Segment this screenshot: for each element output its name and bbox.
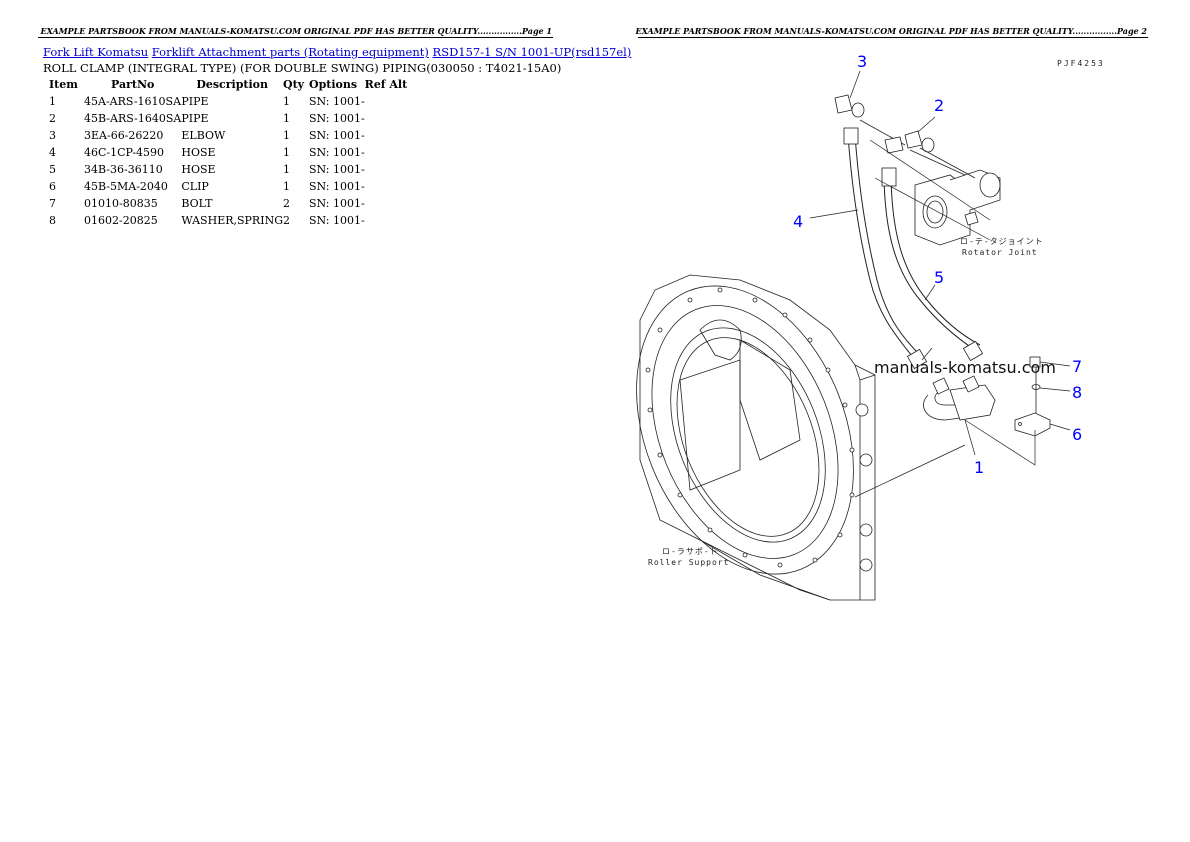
cell-description: HOSE <box>181 163 216 176</box>
cell-qty: 1 <box>282 146 290 159</box>
cell-item: 6 <box>49 180 56 193</box>
page-title: ROLL CLAMP (INTEGRAL TYPE) (FOR DOUBLE S… <box>43 61 562 75</box>
cell-description: WASHER,SPRING <box>181 214 283 227</box>
callout-1[interactable]: 1 <box>974 458 985 477</box>
pipe-elbow-drawing <box>923 375 996 421</box>
rotator-joint-drawing <box>914 169 1001 246</box>
column-header-ref-alt: Ref Alt <box>364 78 408 91</box>
cell-partno: 45B-ARS-1640SA <box>84 112 182 125</box>
cell-item: 4 <box>49 146 56 159</box>
cell-partno: 01010-80835 <box>84 197 158 210</box>
table-row: 8 01602-20825 WASHER,SPRING 2 SN: 1001- <box>43 212 415 229</box>
watermark: manuals-komatsu.com <box>874 358 1056 377</box>
breadcrumb: Fork Lift Komatsu Forklift Attachment pa… <box>43 45 631 59</box>
header-divider <box>38 37 553 38</box>
cell-partno: 01602-20825 <box>84 214 158 227</box>
cell-item: 1 <box>49 95 56 108</box>
column-header-partno: PartNo <box>110 78 155 91</box>
breadcrumb-link-fork-lift[interactable]: Fork Lift Komatsu <box>43 45 149 59</box>
cell-options: SN: 1001- <box>308 129 365 142</box>
table-row: 2 45B-ARS-1640SA PIPE 1 SN: 1001- <box>43 110 415 127</box>
column-header-options: Options <box>308 78 358 91</box>
cell-description: PIPE <box>181 112 209 125</box>
callout-5[interactable]: 5 <box>934 268 945 287</box>
cell-options: SN: 1001- <box>308 197 365 210</box>
callout-4[interactable]: 4 <box>793 212 804 231</box>
page-header: EXAMPLE PARTSBOOK FROM MANUALS-KOMATSU.C… <box>40 26 552 36</box>
cell-item: 5 <box>49 163 56 176</box>
cell-qty: 1 <box>282 95 290 108</box>
callout-2[interactable]: 2 <box>934 96 945 115</box>
cell-qty: 1 <box>282 112 290 125</box>
cell-partno: 45B-5MA-2040 <box>84 180 168 193</box>
cell-description: PIPE <box>181 95 209 108</box>
cell-item: 8 <box>49 214 56 227</box>
table-row: 3 3EA-66-26220 ELBOW 1 SN: 1001- <box>43 127 415 144</box>
parts-table: Item PartNo Description Qty Options Ref … <box>43 76 415 229</box>
cell-partno: 46C-1CP-4590 <box>84 146 165 159</box>
cell-description: BOLT <box>181 197 213 210</box>
callout-6[interactable]: 6 <box>1072 425 1083 444</box>
column-header-item: Item <box>49 78 78 91</box>
cell-partno: 34B-36-36110 <box>84 163 163 176</box>
drawing-code: PJF4253 <box>1057 59 1105 68</box>
cell-qty: 1 <box>282 163 290 176</box>
cell-options: SN: 1001- <box>308 163 365 176</box>
cell-options: SN: 1001- <box>308 214 365 227</box>
cell-qty: 2 <box>282 214 290 227</box>
roller-support-drawing <box>636 274 876 601</box>
table-row: 4 46C-1CP-4590 HOSE 1 SN: 1001- <box>43 144 415 161</box>
callout-7[interactable]: 7 <box>1072 357 1083 376</box>
column-header-description: Description <box>196 78 269 91</box>
roller-support-label-en: Roller Support <box>648 558 730 567</box>
bolt-holes <box>645 287 855 568</box>
roller-support-label-jp: ロ-ラサポ-ト <box>662 547 719 556</box>
cell-partno: 45A-ARS-1610SA <box>84 95 182 108</box>
rotator-joint-label-en: Rotator Joint <box>962 248 1038 257</box>
table-header-row: Item PartNo Description Qty Options Ref … <box>43 76 415 93</box>
cell-item: 3 <box>49 129 56 142</box>
cell-description: ELBOW <box>181 129 226 142</box>
cell-item: 7 <box>49 197 56 210</box>
cell-options: SN: 1001- <box>308 180 365 193</box>
cell-options: SN: 1001- <box>308 112 365 125</box>
column-header-qty: Qty <box>282 78 305 91</box>
cell-qty: 1 <box>282 129 290 142</box>
callout-3[interactable]: 3 <box>857 52 868 71</box>
breadcrumb-link-model[interactable]: RSD157-1 S/N 1001-UP(rsd157el) <box>432 45 632 59</box>
page-2: EXAMPLE PARTSBOOK FROM MANUALS-KOMATSU.C… <box>595 0 1190 842</box>
cell-description: HOSE <box>181 146 216 159</box>
cell-partno: 3EA-66-26220 <box>84 129 164 142</box>
hose-drawing <box>843 127 984 370</box>
cell-qty: 1 <box>282 180 290 193</box>
table-row: 5 34B-36-36110 HOSE 1 SN: 1001- <box>43 161 415 178</box>
table-row: 7 01010-80835 BOLT 2 SN: 1001- <box>43 195 415 212</box>
page-header: EXAMPLE PARTSBOOK FROM MANUALS-KOMATSU.C… <box>635 26 1147 36</box>
clip-bolt-drawing <box>1014 356 1051 437</box>
pipe-assembly-drawing <box>834 94 976 179</box>
cell-item: 2 <box>49 112 56 125</box>
callout-8[interactable]: 8 <box>1072 383 1083 402</box>
table-row: 1 45A-ARS-1610SA PIPE 1 SN: 1001- <box>43 93 415 110</box>
header-divider <box>638 37 1148 38</box>
rotator-joint-label-jp: ロ-テ-タジョイント <box>960 237 1044 246</box>
cell-qty: 2 <box>282 197 290 210</box>
breadcrumb-link-attachment-parts[interactable]: Forklift Attachment parts (Rotating equi… <box>151 45 429 59</box>
table-row: 6 45B-5MA-2040 CLIP 1 SN: 1001- <box>43 178 415 195</box>
leader-lines <box>809 70 1071 498</box>
page-1: EXAMPLE PARTSBOOK FROM MANUALS-KOMATSU.C… <box>38 26 631 229</box>
cell-description: CLIP <box>181 180 209 193</box>
cell-options: SN: 1001- <box>308 95 365 108</box>
cell-options: SN: 1001- <box>308 146 365 159</box>
